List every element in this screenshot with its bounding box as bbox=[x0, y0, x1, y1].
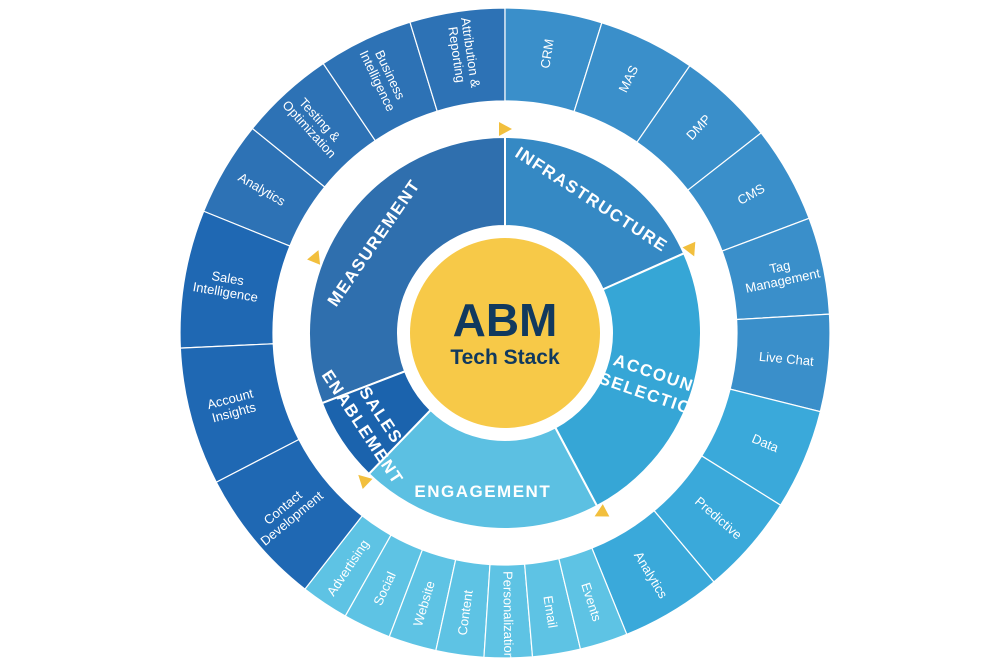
tool-label-group: Personalization bbox=[500, 571, 516, 660]
tool-label-engagement-4-line-0: Personalization bbox=[500, 571, 516, 660]
boundary-marker-4 bbox=[307, 250, 321, 265]
tool-segment-sales-enablement-2 bbox=[215, 438, 364, 590]
tool-label-engagement-5-line-0: Email bbox=[540, 595, 560, 630]
tool-segment-engagement-1 bbox=[344, 534, 424, 638]
tool-label-infrastructure-0-line-0: CRM bbox=[537, 38, 556, 70]
tool-label-sales-enablement-0-line-0: Sales bbox=[210, 268, 245, 288]
category-segment-account-selection bbox=[553, 251, 702, 508]
outer-ring bbox=[179, 7, 831, 659]
boundary-marker-0 bbox=[499, 122, 512, 136]
tool-segment-engagement-3 bbox=[435, 558, 491, 658]
boundary-marker-1 bbox=[682, 241, 696, 257]
category-label-group-engagement: ENGAGEMENT bbox=[414, 482, 551, 501]
tool-segment-sales-enablement-1 bbox=[179, 343, 300, 484]
tool-label-infrastructure-4-line-0: Tag bbox=[768, 257, 792, 276]
center-disc bbox=[410, 238, 600, 428]
category-segment-engagement bbox=[367, 408, 599, 530]
category-label-engagement-line-0: ENGAGEMENT bbox=[414, 482, 551, 501]
tool-label-group: Content bbox=[455, 589, 476, 637]
center-title: ABM bbox=[453, 294, 558, 346]
tool-segment-engagement-6 bbox=[558, 547, 628, 650]
tool-segment-engagement-2 bbox=[388, 549, 457, 652]
tool-label-group: CRM bbox=[537, 38, 556, 70]
category-segment-sales-enablement bbox=[320, 370, 433, 476]
category-ring bbox=[308, 135, 702, 530]
boundary-marker-2 bbox=[594, 504, 610, 517]
tool-label-infrastructure-5-line-0: Live Chat bbox=[758, 349, 814, 369]
tool-label-engagement-3-line-0: Content bbox=[455, 589, 476, 637]
boundary-marker-3 bbox=[358, 474, 373, 489]
tool-segment-engagement-4 bbox=[483, 563, 534, 659]
category-markers bbox=[307, 122, 696, 517]
category-segment-measurement bbox=[308, 135, 506, 405]
tool-label-group: Live Chat bbox=[758, 349, 814, 369]
center-subtitle: Tech Stack bbox=[450, 346, 560, 369]
tool-segment-sales-enablement-0 bbox=[179, 210, 291, 349]
category-segment-infrastructure bbox=[504, 135, 686, 291]
tool-label-group: Email bbox=[540, 595, 560, 630]
tool-segment-engagement-5 bbox=[523, 557, 582, 658]
